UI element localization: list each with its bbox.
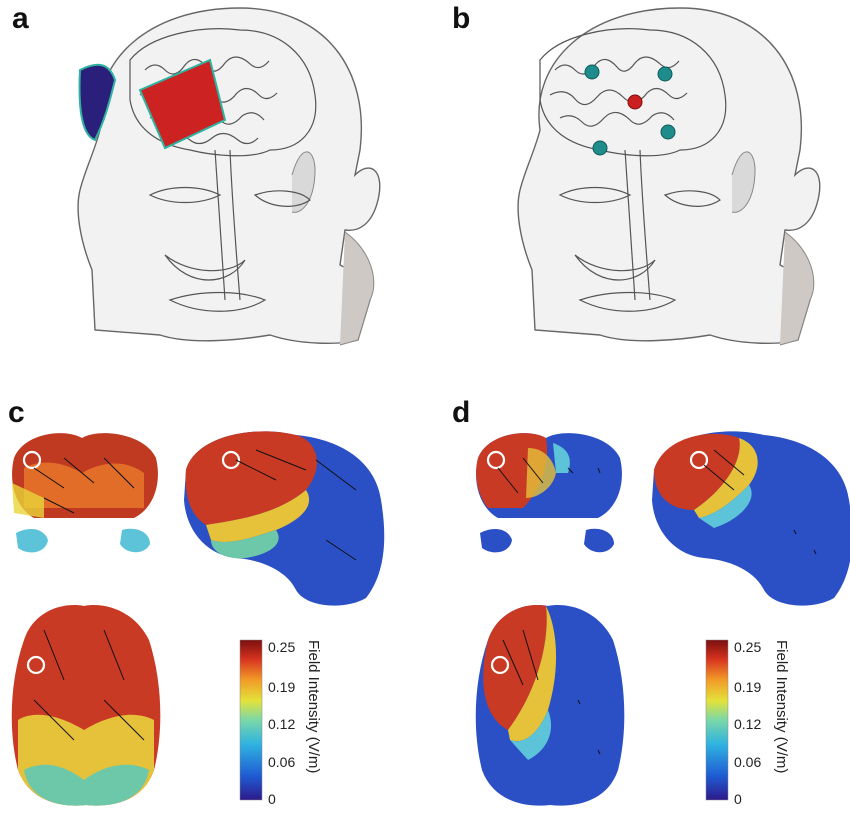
colorbar-c-tick-0: 0 (268, 791, 276, 807)
colorbar-d-tick-019: 0.19 (734, 679, 762, 695)
colorbar-c-tick-019: 0.19 (268, 679, 296, 695)
panel-label-a: a (12, 2, 29, 35)
colorbar-d-tick-006: 0.06 (734, 754, 762, 770)
colorbar-c-tick-012: 0.12 (268, 716, 296, 732)
field-map-sagittal-hd (652, 431, 850, 606)
target-marker (22, 450, 42, 470)
head-illustration-pad-montage (77, 7, 381, 346)
target-marker (486, 450, 506, 470)
field-map-coronal-hd (476, 433, 622, 553)
colorbar-d-title: Field Intensity (V/m) (773, 640, 790, 774)
field-map-sagittal-pad (184, 431, 385, 606)
target-marker (689, 450, 709, 470)
colorbar-d (705, 639, 729, 801)
colorbar-c-tick-025: 0.25 (268, 639, 296, 655)
head-illustration-hd-montage (517, 7, 821, 346)
colorbar-d-tick-025: 0.25 (734, 639, 762, 655)
field-map-coronal-pad (12, 433, 158, 553)
colorbar-c-tick-006: 0.06 (268, 754, 296, 770)
colorbar-c (239, 639, 263, 801)
panel-label-b: b (452, 2, 471, 35)
colorbar-c-title: Field Intensity (V/m) (305, 640, 322, 774)
panel-label-c: c (8, 396, 25, 429)
target-marker (490, 655, 510, 675)
colorbar-d-tick-0: 0 (734, 791, 742, 807)
target-marker (221, 450, 241, 470)
field-map-axial-pad (11, 605, 161, 806)
target-marker (26, 655, 46, 675)
panel-label-d: d (452, 396, 471, 429)
field-map-axial-hd (475, 605, 625, 806)
colorbar-d-tick-012: 0.12 (734, 716, 762, 732)
